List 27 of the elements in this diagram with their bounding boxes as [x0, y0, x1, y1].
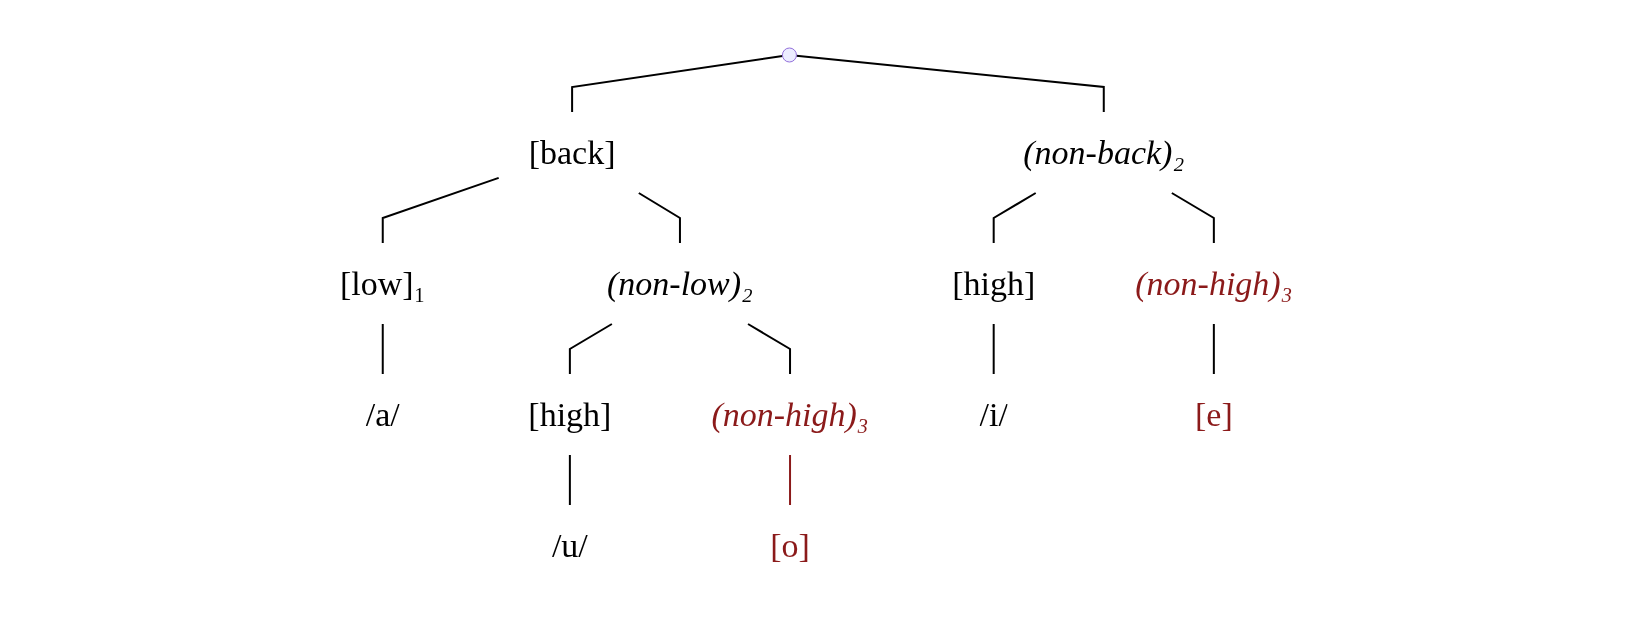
node-text: /i/ — [979, 396, 1008, 433]
node-text: (non-low)₂ — [606, 265, 753, 302]
connector — [746, 323, 791, 375]
node-text: (non-back)₂ — [1023, 134, 1185, 171]
node-text: /a/ — [365, 396, 400, 433]
node-text: [o] — [769, 527, 810, 564]
connector — [570, 55, 784, 113]
node-text: /u/ — [551, 527, 588, 564]
connector — [381, 323, 384, 375]
node-text: [e] — [1194, 396, 1233, 433]
connector — [637, 192, 681, 244]
connector — [381, 176, 500, 244]
node-text: [back] — [528, 134, 616, 171]
node-text: (non-high)₃ — [711, 396, 869, 433]
node-text: [low]₁ — [339, 265, 426, 302]
node-text: [high] — [951, 265, 1035, 302]
connector — [992, 323, 995, 375]
connector — [568, 454, 571, 506]
node-text: (non-high)₃ — [1135, 265, 1293, 302]
connector — [1212, 323, 1215, 375]
node-circle — [781, 47, 797, 63]
connector — [795, 54, 1105, 113]
connector — [1170, 192, 1215, 244]
connector — [992, 192, 1037, 244]
connector — [568, 323, 613, 375]
node-text: [high] — [528, 396, 612, 433]
connector — [788, 454, 791, 506]
